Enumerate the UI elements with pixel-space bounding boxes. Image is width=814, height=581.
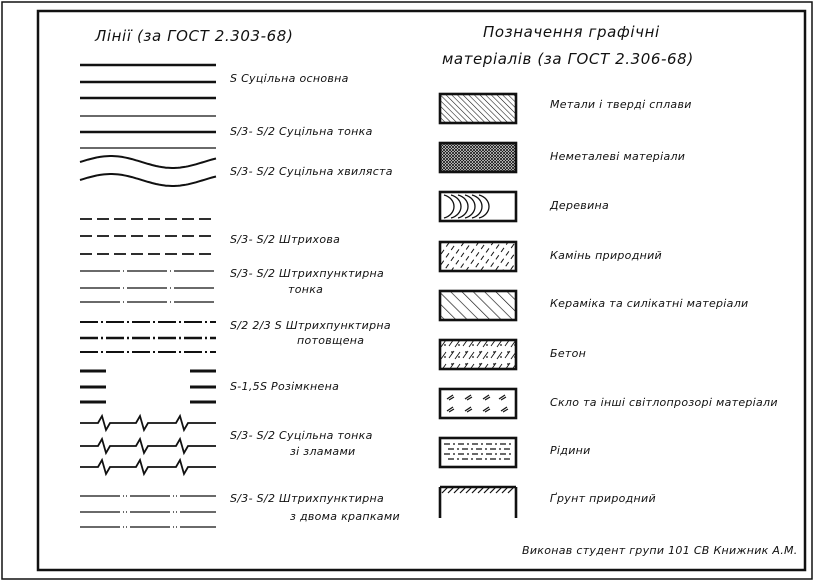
- material-label-6: Бетон: [550, 347, 587, 360]
- material-swatch-5: [438, 289, 518, 322]
- line-label-5b: тонка: [288, 283, 324, 296]
- material-swatch-3: [438, 190, 518, 223]
- lines-section-title: Лінії (за ГОСТ 2.303-68): [95, 27, 294, 45]
- material-label-1: Метали і тверді сплави: [550, 98, 692, 111]
- line-label-6: S/2 2/3 S Штрихпунктирна: [230, 319, 391, 332]
- material-label-7: Скло та інші світлопрозорі матеріали: [550, 396, 778, 409]
- material-label-3: Деревина: [550, 199, 610, 212]
- materials-section-title-line1: Позначення графічні: [483, 23, 660, 41]
- line-type-samples: [79, 63, 217, 528]
- line-label-1: S Суцільна основна: [230, 72, 349, 85]
- material-swatch-1: [438, 92, 518, 125]
- footer-author: Виконав студент групи 101 СВ Книжник А.М…: [522, 544, 798, 557]
- line-label-7: S-1,5S Розімкнена: [230, 380, 340, 393]
- material-label-2: Неметалеві матеріали: [550, 150, 686, 163]
- wood-grain-arcs: [443, 194, 490, 219]
- line-sample-zigzag-1: [80, 413, 216, 433]
- line-label-5: S/3- S/2 Штрихпунктирна: [230, 267, 385, 280]
- material-swatch-6: [438, 338, 518, 371]
- line-label-2: S/3- S/2 Суцільна тонка: [230, 125, 373, 138]
- material-hatch-samples: [438, 92, 518, 518]
- material-swatch-9: [438, 485, 518, 518]
- liquid-dashes: [444, 443, 512, 460]
- line-label-9b: з двома крапками: [290, 510, 400, 523]
- line-label-3: S/3- S/2 Суцільна хвиляста: [230, 165, 393, 178]
- line-sample-zigzag-3: [80, 457, 216, 477]
- line-label-8: S/3- S/2 Суцільна тонка: [230, 429, 373, 442]
- material-swatch-4: [438, 240, 518, 273]
- line-sample-wavy-1: [79, 155, 217, 169]
- material-label-4: Камінь природний: [550, 249, 663, 262]
- line-sample-wavy-2: [79, 173, 217, 187]
- line-label-4: S/3- S/2 Штрихова: [230, 233, 341, 246]
- material-label-9: Ґрунт природний: [550, 492, 656, 505]
- material-swatch-2: [438, 141, 518, 174]
- material-label-5: Кераміка та силікатні матеріали: [550, 297, 749, 310]
- glass-marks: [446, 394, 509, 413]
- material-swatch-8: [438, 436, 518, 469]
- material-label-8: Рідини: [550, 444, 591, 457]
- materials-section-title-line2: матеріалів (за ГОСТ 2.306-68): [442, 50, 694, 68]
- line-label-6b: потовщена: [297, 334, 365, 347]
- material-swatch-7: [438, 387, 518, 420]
- line-label-9: S/3- S/2 Штрихпунктирна: [230, 492, 385, 505]
- line-label-8b: зі зламами: [290, 445, 356, 458]
- line-sample-zigzag-2: [80, 436, 216, 456]
